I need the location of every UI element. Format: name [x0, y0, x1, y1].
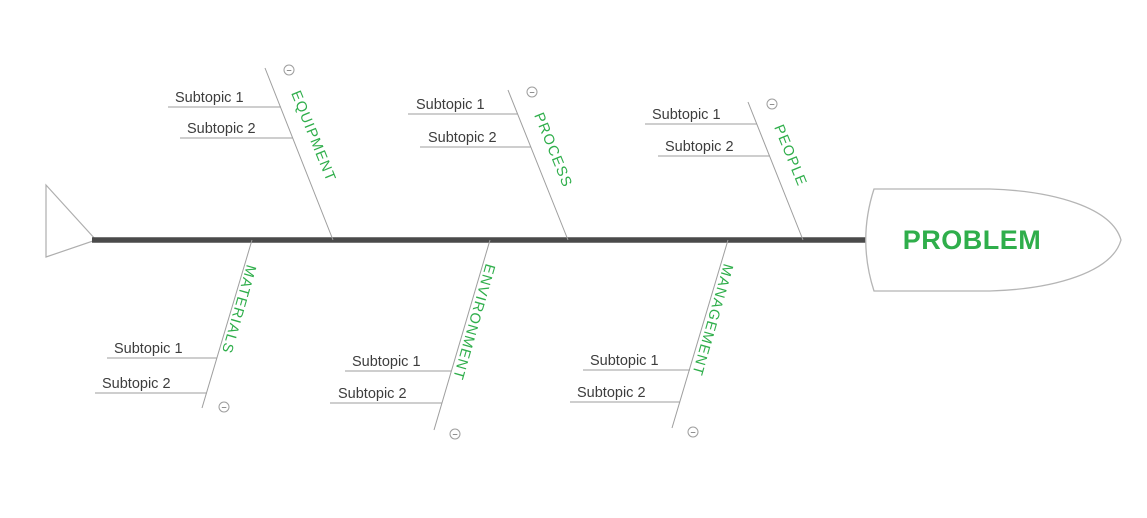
collapse-circle — [449, 428, 461, 440]
subtopic-label[interactable]: Subtopic 1 — [114, 341, 183, 357]
subtopic: Subtopic 1 — [583, 353, 690, 371]
subtopic: Subtopic 1 — [408, 97, 518, 115]
subtopic-label[interactable]: Subtopic 2 — [338, 386, 407, 402]
subtopic-label[interactable]: Subtopic 2 — [665, 139, 734, 155]
category-materials: − MATERIALS Subtopic 1 Subtopic 2 — [95, 239, 259, 413]
subtopic: Subtopic 2 — [658, 139, 770, 157]
collapse-circle — [526, 86, 538, 98]
collapse-circle — [283, 64, 295, 76]
category-bone — [747, 101, 804, 241]
category-label[interactable]: MATERIALS — [218, 263, 259, 356]
fish-head — [865, 188, 1122, 292]
subtopic: Subtopic 2 — [180, 121, 293, 139]
category-bone — [671, 239, 729, 429]
collapse-circle — [218, 401, 230, 413]
minus-icon: − — [286, 65, 291, 75]
subtopic-label[interactable]: Subtopic 1 — [652, 107, 721, 123]
category-label[interactable]: EQUIPMENT — [287, 89, 338, 185]
category-management: − MANAGEMENT Subtopic 1 Subtopic 2 — [570, 239, 736, 438]
collapse-button[interactable]: − — [218, 401, 230, 413]
category-bone — [507, 89, 569, 241]
collapse-button[interactable]: − — [449, 428, 461, 440]
subtopic: Subtopic 1 — [645, 107, 757, 125]
subtopic: Subtopic 1 — [345, 354, 451, 372]
minus-icon: − — [769, 99, 774, 109]
category-label[interactable]: MANAGEMENT — [688, 262, 735, 378]
subtopic: Subtopic 2 — [95, 376, 207, 394]
category-bone — [433, 239, 491, 431]
category-equipment: − EQUIPMENT Subtopic 1 Subtopic 2 — [168, 64, 338, 241]
subtopic: Subtopic 1 — [107, 341, 217, 359]
category-bone — [264, 67, 334, 241]
collapse-circle — [766, 98, 778, 110]
category-label[interactable]: PEOPLE — [770, 123, 809, 189]
category-bone — [201, 239, 253, 409]
subtopic: Subtopic 2 — [330, 386, 442, 404]
subtopic-label[interactable]: Subtopic 1 — [175, 90, 244, 106]
collapse-button[interactable]: − — [283, 64, 295, 76]
problem-node[interactable]: PROBLEM — [865, 188, 1122, 292]
subtopic-label[interactable]: Subtopic 2 — [577, 385, 646, 401]
subtopic: Subtopic 1 — [168, 90, 281, 108]
subtopic: Subtopic 2 — [570, 385, 680, 403]
category-process: − PROCESS Subtopic 1 Subtopic 2 — [408, 86, 575, 241]
subtopic-label[interactable]: Subtopic 1 — [352, 354, 421, 370]
minus-icon: − — [690, 427, 695, 437]
category-environment: − ENVIRONMENT Subtopic 1 Subtopic 2 — [330, 239, 498, 440]
minus-icon: − — [221, 402, 226, 412]
subtopic-label[interactable]: Subtopic 1 — [590, 353, 659, 369]
collapse-button[interactable]: − — [687, 426, 699, 438]
minus-icon: − — [529, 87, 534, 97]
subtopic-label[interactable]: Subtopic 2 — [187, 121, 256, 137]
collapse-circle — [687, 426, 699, 438]
minus-icon: − — [452, 429, 457, 439]
collapse-button[interactable]: − — [526, 86, 538, 98]
category-label[interactable]: PROCESS — [530, 111, 575, 191]
subtopic-label[interactable]: Subtopic 2 — [428, 130, 497, 146]
collapse-button[interactable]: − — [766, 98, 778, 110]
subtopic: Subtopic 2 — [420, 130, 531, 148]
category-people: − PEOPLE Subtopic 1 Subtopic 2 — [645, 98, 810, 241]
category-label[interactable]: ENVIRONMENT — [449, 262, 498, 382]
subtopic-label[interactable]: Subtopic 2 — [102, 376, 171, 392]
fish-tail — [45, 183, 98, 258]
subtopic-label[interactable]: Subtopic 1 — [416, 97, 485, 113]
problem-label: PROBLEM — [903, 225, 1042, 255]
